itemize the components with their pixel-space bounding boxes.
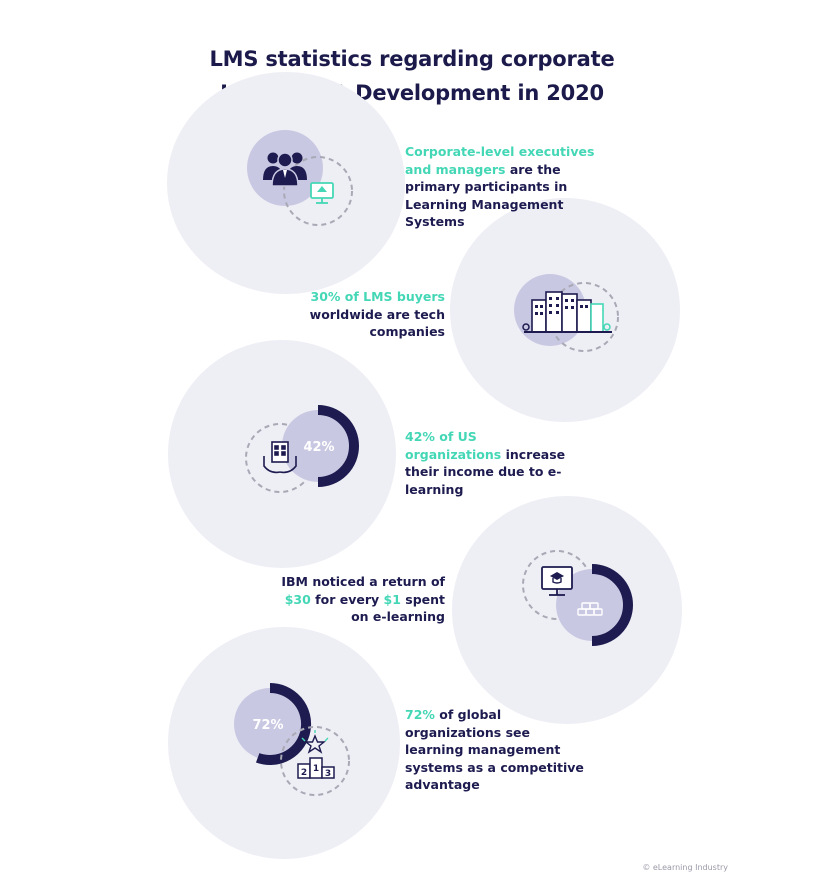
advantage-donut-label: 72%	[252, 718, 283, 733]
title-line-1: LMS statistics regarding corporate	[209, 47, 615, 71]
page-title: LMS statistics regarding corporate Learn…	[0, 42, 824, 110]
fact-executives: Corporate-level executives and managers …	[405, 143, 605, 231]
advantage-donut: 72% 2 1 3	[234, 682, 350, 796]
fact-income-highlight: 42% of US organizations	[405, 429, 502, 462]
income-donut-arc	[317, 405, 359, 487]
fact-tech-companies: 30% of LMS buyers worldwide are tech com…	[300, 288, 445, 341]
podium-second-label: 2	[301, 768, 307, 778]
title-line-2: Learning & Development in 2020	[220, 81, 604, 105]
fact-ibm-pre: IBM noticed a return of	[281, 574, 445, 589]
income-donut: 42%	[245, 405, 359, 493]
fact-advantage-text: of global organizations see learning man…	[405, 707, 584, 792]
income-donut-label: 42%	[303, 440, 334, 455]
advantage-donut-arc	[255, 682, 312, 765]
fact-tech-companies-highlight: 30% of LMS buyers	[310, 289, 446, 304]
fact-tech-companies-text: worldwide are tech companies	[309, 306, 445, 340]
office-buildings-icon	[514, 274, 619, 352]
fact-executives-text: are the primary participants in Learning…	[405, 161, 568, 230]
executives-team-icon	[247, 130, 353, 226]
fact-ibm-mid: for every	[310, 591, 384, 607]
ibm-donut	[522, 550, 633, 646]
fact-ibm-post: spent on e-learning	[351, 591, 445, 625]
fact-executives-highlight: Corporate-level executives and managers	[405, 144, 595, 177]
computer-graduation-cap-icon	[541, 566, 573, 596]
fact-income: 42% of US organizations increase their i…	[405, 428, 575, 498]
fact-ibm-amount-1: $1	[383, 591, 401, 607]
coins-stack-icon	[577, 602, 603, 616]
ibm-donut-arc	[591, 564, 633, 646]
fact-ibm-amount-30: $30	[284, 591, 311, 607]
fact-income-text: increase their income due to e-learning	[405, 446, 566, 497]
podium-star-icon: 2 1 3	[297, 730, 335, 779]
fact-ibm: IBM noticed a return of $30 for every $1…	[275, 573, 445, 626]
credit-text: © eLearning Industry	[642, 863, 728, 872]
hands-holding-building-icon	[263, 441, 297, 474]
fact-advantage-highlight: 72%	[405, 707, 435, 722]
podium-third-label: 3	[325, 769, 331, 779]
podium-first-label: 1	[313, 764, 319, 774]
fact-competitive-advantage: 72% of global organizations see learning…	[405, 706, 585, 794]
